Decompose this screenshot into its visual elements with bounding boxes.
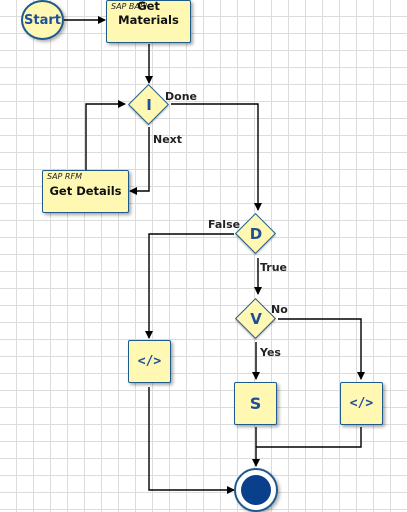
label-true: True (260, 261, 287, 274)
step-s[interactable]: S (234, 382, 277, 425)
task-get-materials[interactable]: SAP BAPI Get Materials (106, 0, 191, 43)
gateway-label: V (250, 310, 262, 328)
label-no: No (271, 303, 288, 316)
label-next: Next (153, 133, 182, 146)
edge-code-right-join (256, 427, 362, 448)
end-event[interactable] (234, 468, 278, 512)
gateway-label: D (249, 225, 263, 243)
edge-i-done (171, 103, 262, 211)
task-type-label: SAP BAPI (111, 2, 148, 11)
edge-d-false (145, 233, 234, 339)
edge-i-next (129, 127, 150, 195)
gateway-d[interactable]: D (234, 212, 278, 256)
start-event[interactable]: Start (21, 0, 64, 40)
end-event-core (241, 475, 271, 505)
label-false: False (208, 218, 240, 231)
task-get-details[interactable]: SAP RFM Get Details (42, 170, 129, 213)
edge-v-no (278, 318, 365, 380)
task-name-label: Get Details (49, 184, 122, 198)
script-task-right[interactable]: </> (340, 382, 383, 425)
task-type-label: SAP RFM (47, 172, 82, 181)
label-done: Done (165, 90, 197, 103)
edge-details-loop (85, 100, 126, 170)
edge-code-left-end (148, 387, 235, 494)
script-task-left[interactable]: </> (128, 340, 171, 383)
task-name-label: Get Materials (118, 0, 179, 27)
gateway-label: I (146, 96, 152, 114)
gateway-v[interactable]: V (234, 297, 278, 341)
gateway-i[interactable]: I (127, 83, 171, 127)
label-yes: Yes (259, 346, 281, 359)
